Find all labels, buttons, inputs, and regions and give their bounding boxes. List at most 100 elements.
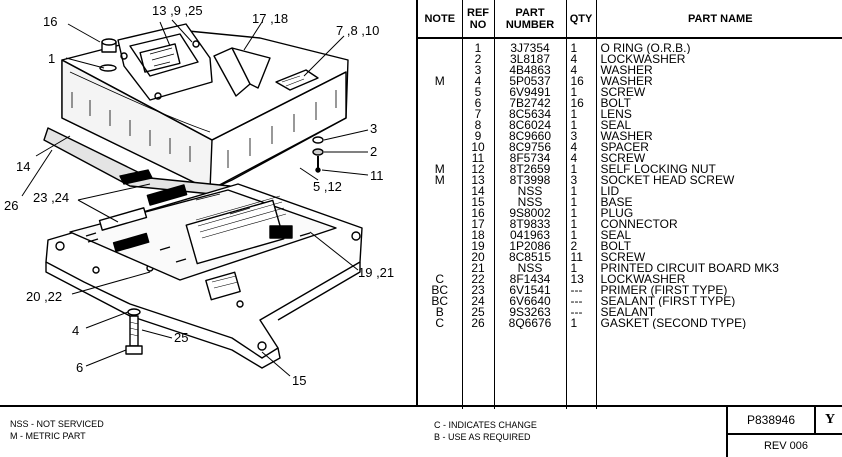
cell-qty: 16 [566, 76, 597, 87]
filler-cell [418, 329, 463, 409]
cell-ref-no: 17 [462, 219, 495, 230]
cell-part-number: 8F5734 [494, 153, 567, 164]
filler-cell [494, 329, 567, 409]
cell-qty: 1 [566, 197, 597, 208]
table-header-row: NOTE REF NO PART NUMBER QTY PART NAME [418, 0, 842, 39]
cell-qty: 1 [566, 38, 597, 54]
cell-ref-no: 12 [462, 164, 495, 175]
cell-part-number: 8C9756 [494, 142, 567, 153]
cell-ref-no: 7 [462, 109, 495, 120]
cell-ref-no: 4 [462, 76, 495, 87]
cell-part-name: WASHER [600, 76, 653, 87]
callout-16: 16 [43, 14, 58, 29]
cell-qty: 4 [566, 54, 597, 65]
cell-part-name: SPACER [600, 142, 649, 153]
cell-part-number: 8C8515 [494, 252, 567, 263]
cell-note: C [418, 318, 463, 329]
cell-note [418, 241, 463, 252]
cell-part-name: SCREW [600, 153, 646, 164]
cell-ref-no: 11 [462, 153, 495, 164]
document-code: Y [816, 407, 842, 435]
cell-part-name: CONNECTOR [600, 219, 678, 230]
cell-ref-no: 1 [462, 38, 495, 54]
cell-note: BC [418, 285, 463, 296]
cell-ref-no: 23 [462, 285, 495, 296]
callout-11: 11 [370, 168, 384, 183]
cell-note [418, 38, 463, 54]
assembly-drawing [21, 19, 369, 377]
legend-nss: NSS - NOT SERVICED [10, 419, 104, 429]
cell-note [418, 219, 463, 230]
document-id-box: P838946 Y REV 006 [726, 407, 842, 457]
cell-qty: 1 [566, 120, 597, 131]
callout-3: 3 [370, 121, 378, 136]
cell-ref-no: 20 [462, 252, 495, 263]
side-fasteners [312, 136, 324, 173]
cell-part-name: SEAL [600, 120, 632, 131]
cell-part-name: PLUG [600, 208, 634, 219]
revision-label: REV 006 [763, 440, 809, 452]
cell-part-number: 1P2086 [494, 241, 567, 252]
cell-part-number: 6V9491 [494, 87, 567, 98]
cell-note: B [418, 307, 463, 318]
cell-qty: 1 [566, 164, 597, 175]
cell-note [418, 131, 463, 142]
cell-note [418, 54, 463, 65]
cell-qty: 4 [566, 142, 597, 153]
legend-mid: C - INDICATES CHANGE B - USE AS REQUIRED [434, 419, 537, 443]
cell-ref-no: 6 [462, 98, 495, 109]
cell-part-number: 8T9833 [494, 219, 567, 230]
cell-note [418, 65, 463, 76]
cell-qty: 11 [566, 252, 597, 263]
cell-part-number: NSS [494, 197, 567, 208]
cell-part-number: 5P0537 [494, 76, 567, 87]
cell-note [418, 186, 463, 197]
plug-16 [99, 38, 117, 72]
exploded-view-diagram: 16 13 ,9 ,25 17 ,18 7 ,8 ,10 1 3 2 11 14… [0, 0, 416, 405]
cell-note [418, 208, 463, 219]
cell-part-name: SCREW [600, 252, 646, 263]
cell-qty: 1 [566, 109, 597, 120]
cell-part-name: LID [600, 186, 620, 197]
header-note: NOTE [418, 0, 463, 39]
callout-15: 15 [292, 373, 307, 388]
cell-qty: 1 [566, 219, 597, 230]
header-part-name: PART NAME [596, 0, 842, 39]
cell-part-name: BASE [600, 197, 633, 208]
cell-ref-no: 16 [462, 208, 495, 219]
callout-25: 25 [174, 330, 189, 345]
cell-part-name: SEALANT [600, 307, 656, 318]
cell-note: M [418, 164, 463, 175]
cell-note [418, 252, 463, 263]
cell-note [418, 153, 463, 164]
callout-14: 14 [16, 159, 31, 174]
cell-part-number: 8T3998 [494, 175, 567, 186]
callout-4: 4 [72, 323, 80, 338]
cell-part-name: WASHER [600, 65, 653, 76]
cell-ref-no: 22 [462, 274, 495, 285]
cell-qty: 1 [566, 263, 597, 274]
leader-lines [21, 19, 369, 377]
header-ref-no: REF NO [462, 0, 495, 39]
cell-part-number: 3L8187 [494, 54, 567, 65]
legend-metric: M - METRIC PART [10, 431, 86, 441]
cell-part-name: SOCKET HEAD SCREW [600, 175, 735, 186]
cell-part-name: SELF LOCKING NUT [600, 164, 716, 175]
document-number: P838946 [728, 407, 816, 435]
